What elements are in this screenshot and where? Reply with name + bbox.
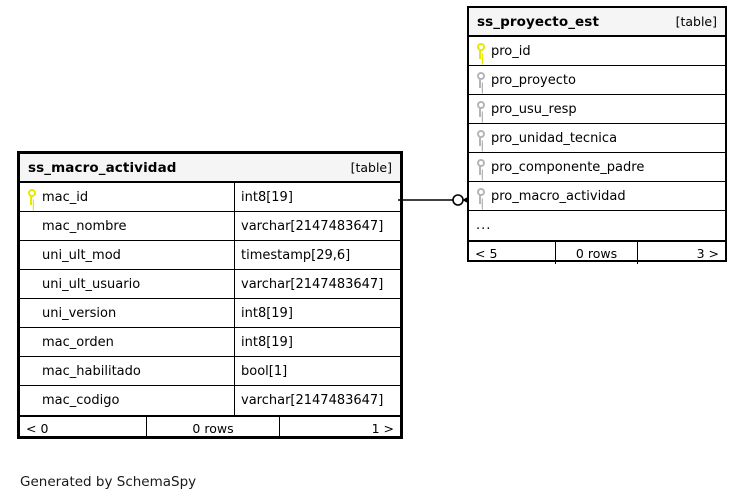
foreign-key-icon (476, 188, 485, 204)
column-name-cell: pro_usu_resp (469, 95, 725, 123)
generated-by-caption: Generated by SchemaSpy (20, 474, 197, 490)
table-ss-proyecto-est[interactable]: ss_proyecto_est [table] pro_id pro_proye… (467, 6, 727, 264)
column-name-cell: uni_ult_usuario (20, 270, 235, 298)
column-list: mac_id int8[19] mac_nombre varchar[21474… (20, 183, 400, 415)
relationship-connector-macro-actividad-to-proyecto-est (398, 192, 476, 208)
foreign-key-icon (476, 72, 485, 88)
column-name: pro_macro_actividad (491, 188, 626, 204)
column-name-cell: mac_orden (20, 328, 235, 356)
table-row[interactable]: pro_macro_actividad (469, 182, 725, 211)
table-row[interactable]: pro_usu_resp (469, 95, 725, 124)
column-name-cell: mac_nombre (20, 212, 235, 240)
table-row[interactable]: pro_componente_padre (469, 153, 725, 182)
foreign-key-icon (476, 159, 485, 175)
column-name: pro_id (491, 43, 531, 59)
column-name: uni_ult_usuario (42, 276, 141, 292)
table-header-ss-macro-actividad: ss_macro_actividad [table] (20, 154, 400, 183)
column-name-cell: mac_habilitado (20, 357, 235, 385)
column-type: varchar[2147483647] (241, 276, 384, 292)
column-name: mac_habilitado (42, 363, 141, 379)
column-type: timestamp[29,6] (241, 247, 351, 263)
column-type: varchar[2147483647] (241, 218, 384, 234)
column-name-cell: pro_componente_padre (469, 153, 725, 181)
column-name-cell: mac_id (20, 183, 235, 211)
table-row[interactable]: pro_id (469, 37, 725, 66)
column-name: pro_componente_padre (491, 159, 645, 175)
child-relations-count[interactable]: 1 > (371, 420, 394, 436)
column-name-cell: pro_id (469, 37, 725, 65)
column-name: pro_usu_resp (491, 101, 577, 117)
table-title: ss_macro_actividad (28, 159, 177, 176)
table-row[interactable]: mac_nombre varchar[2147483647] (20, 212, 400, 241)
table-title: ss_proyecto_est (477, 13, 599, 30)
foreign-key-icon (476, 101, 485, 117)
column-name: mac_codigo (42, 393, 120, 408)
column-name: mac_id (42, 189, 89, 205)
table-row[interactable]: mac_id int8[19] (20, 183, 400, 212)
table-row[interactable]: uni_ult_usuario varchar[2147483647] (20, 270, 400, 299)
column-type: int8[19] (241, 334, 293, 350)
table-header-ss-proyecto-est: ss_proyecto_est [table] (469, 8, 725, 37)
column-name-cell: pro_unidad_tecnica (469, 124, 725, 152)
column-name-cell: pro_proyecto (469, 66, 725, 94)
table-row[interactable]: uni_ult_mod timestamp[29,6] (20, 241, 400, 270)
table-row[interactable]: pro_unidad_tecnica (469, 124, 725, 153)
column-name-cell: uni_ult_mod (20, 241, 235, 269)
column-type: int8[19] (241, 189, 293, 205)
column-list: pro_id pro_proyecto pro_usu_resp pro_u (469, 37, 725, 240)
more-columns-row: ... (469, 211, 725, 240)
table-row[interactable]: pro_proyecto (469, 66, 725, 95)
more-columns-indicator: ... (476, 218, 492, 233)
table-type-label: [table] (350, 160, 392, 175)
primary-key-icon (27, 189, 36, 205)
table-row[interactable]: mac_habilitado bool[1] (20, 357, 400, 386)
column-name: pro_proyecto (491, 72, 576, 88)
table-row[interactable]: mac_codigo varchar[2147483647] (20, 386, 400, 415)
column-name: uni_version (42, 305, 117, 321)
table-row[interactable]: mac_orden int8[19] (20, 328, 400, 357)
column-name-cell: pro_macro_actividad (469, 182, 725, 210)
table-type-label: [table] (675, 14, 717, 29)
table-footer: < 5 0 rows 3 > (469, 240, 725, 264)
table-footer: < 0 0 rows 1 > (20, 415, 400, 439)
column-name-cell: mac_codigo (20, 386, 235, 415)
row-count: 0 rows (147, 417, 280, 439)
primary-key-icon (476, 43, 485, 59)
column-type: int8[19] (241, 305, 293, 321)
table-row[interactable]: uni_version int8[19] (20, 299, 400, 328)
child-relations-count[interactable]: 3 > (696, 245, 719, 261)
column-name: mac_orden (42, 334, 114, 350)
column-type: bool[1] (241, 363, 288, 379)
foreign-key-icon (476, 130, 485, 146)
column-type: varchar[2147483647] (241, 393, 384, 408)
parent-relations-count[interactable]: < 0 (20, 417, 147, 439)
column-name: uni_ult_mod (42, 247, 121, 263)
column-name-cell: uni_version (20, 299, 235, 327)
table-ss-macro-actividad[interactable]: ss_macro_actividad [table] mac_id int8[1… (17, 151, 403, 439)
column-name: pro_unidad_tecnica (491, 130, 618, 146)
parent-relations-count[interactable]: < 5 (469, 242, 556, 264)
row-count: 0 rows (556, 242, 638, 264)
column-name: mac_nombre (42, 218, 127, 234)
